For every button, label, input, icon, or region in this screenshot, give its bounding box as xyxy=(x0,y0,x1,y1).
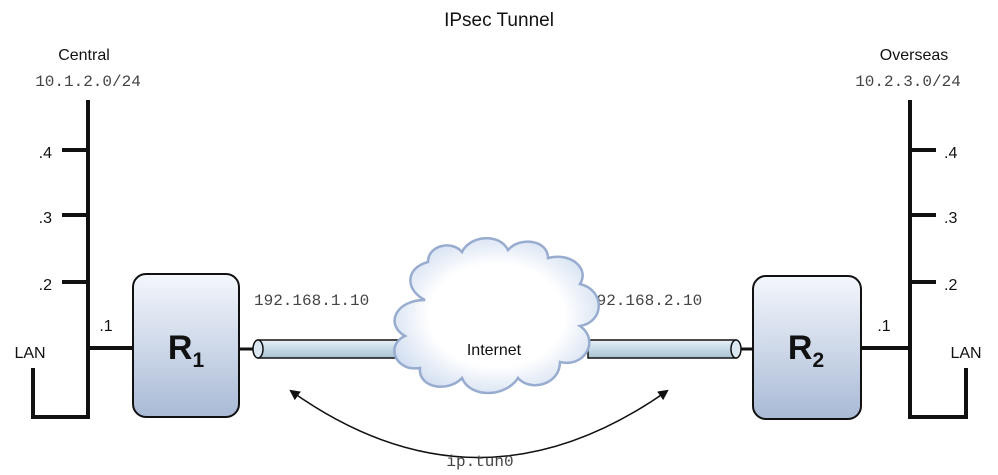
router-r1-label: R1 xyxy=(168,329,205,372)
internet-cloud xyxy=(393,236,600,395)
router-r1 xyxy=(132,273,240,418)
tunnel-pipe-left xyxy=(239,339,411,359)
right-host-2-label: .2 xyxy=(944,277,957,294)
left-host-3-label: .3 xyxy=(39,210,52,227)
left-site-subnet: 10.1.2.0/24 xyxy=(35,73,141,91)
tunnel-arc-arrow xyxy=(289,389,669,459)
left-router-host-label: .1 xyxy=(99,318,112,335)
left-site-name: Central xyxy=(58,47,110,64)
router-r2-label: R2 xyxy=(788,329,824,372)
right-site-subnet: 10.2.3.0/24 xyxy=(855,73,961,91)
left-host-2-label: .2 xyxy=(39,277,52,294)
router-r1-name: R xyxy=(168,329,193,367)
router-r2-subscript: 2 xyxy=(812,349,824,372)
left-public-ip: 192.168.1.10 xyxy=(254,292,369,310)
right-host-4-label: .4 xyxy=(944,145,957,162)
left-host-4-label: .4 xyxy=(39,145,52,162)
router-r1-subscript: 1 xyxy=(192,349,204,372)
tunnel-pipe-right xyxy=(587,339,753,359)
internet-label: Internet xyxy=(467,342,522,359)
tunnel-interface-label: ip.tun0 xyxy=(446,453,513,471)
right-public-ip: 192.168.2.10 xyxy=(587,292,702,310)
diagram-title: IPsec Tunnel xyxy=(444,10,554,31)
right-router-host-label: .1 xyxy=(877,318,890,335)
router-r2-name: R xyxy=(788,329,813,367)
right-lan-segment xyxy=(861,100,968,419)
right-lan-label: LAN xyxy=(950,345,981,362)
left-lan-segment xyxy=(31,100,133,419)
right-host-3-label: .3 xyxy=(944,210,957,227)
right-site-name: Overseas xyxy=(880,47,948,64)
left-lan-label: LAN xyxy=(14,345,45,362)
